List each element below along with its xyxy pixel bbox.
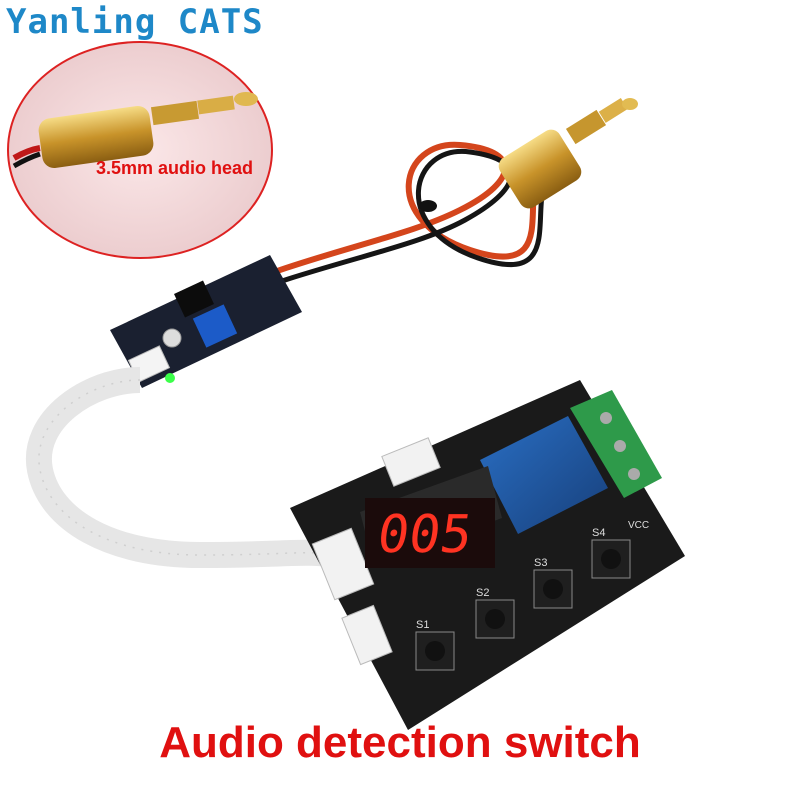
audio-cable bbox=[198, 141, 551, 311]
product-caption: Audio detection switch bbox=[159, 718, 641, 767]
inset-label: 3.5mm audio head bbox=[96, 158, 254, 178]
audio-jack-plug bbox=[498, 98, 638, 209]
display-readout: 005 bbox=[374, 505, 476, 565]
sound-sensor-module bbox=[110, 255, 302, 388]
inset-audio-jack bbox=[12, 92, 258, 169]
button-label-s3: S3 bbox=[534, 557, 547, 569]
push-button-s3 bbox=[533, 569, 573, 609]
seven-segment-display: 005 bbox=[365, 498, 495, 568]
push-button-s1 bbox=[415, 631, 455, 671]
inset-bubble bbox=[7, 41, 273, 259]
push-button-s4 bbox=[591, 539, 631, 579]
button-label-s1: S1 bbox=[416, 619, 429, 631]
push-button-s2 bbox=[475, 599, 515, 639]
brand-watermark: Yanling CATS bbox=[6, 2, 264, 42]
button-label-s2: S2 bbox=[476, 587, 489, 599]
terminal-label: VCC bbox=[628, 520, 649, 531]
button-label-s4: S4 bbox=[592, 527, 605, 539]
ribbon-cable bbox=[25, 367, 342, 569]
